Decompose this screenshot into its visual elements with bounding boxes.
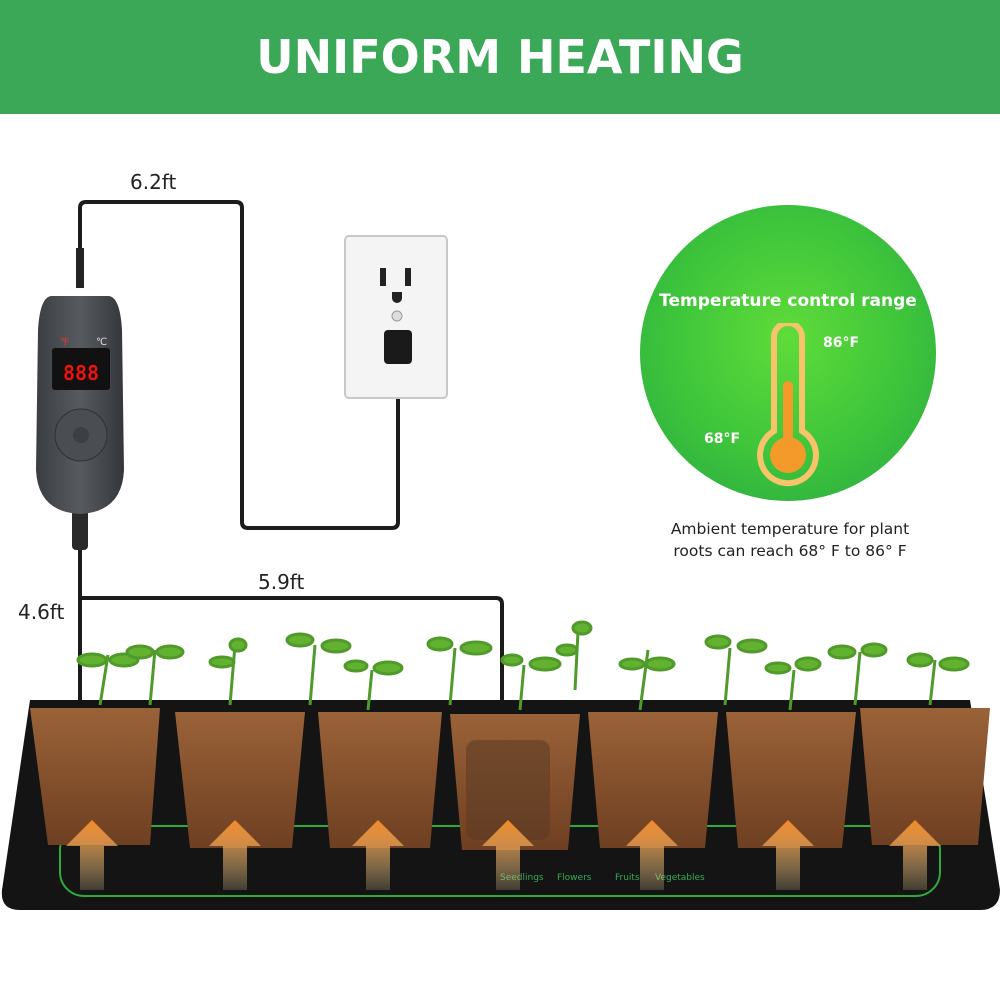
temperature-high: 86°F bbox=[823, 335, 860, 351]
seedlings bbox=[76, 620, 970, 711]
mat-label-seedlings: Seedlings bbox=[500, 873, 544, 883]
ambient-note-line2: roots can reach 68° F to 86° F bbox=[673, 542, 907, 560]
cord-length-mid: 5.9ft bbox=[258, 570, 305, 594]
controller-display: 888 bbox=[63, 361, 99, 385]
temperature-controller: 888 ℉ ℃ bbox=[36, 248, 124, 550]
cord-length-side: 4.6ft bbox=[18, 600, 65, 624]
banner-title: UNIFORM HEATING bbox=[256, 30, 744, 84]
heat-arrow-icon bbox=[209, 820, 261, 890]
temperature-low: 68°F bbox=[704, 431, 741, 447]
temperature-badge-title: Temperature control range bbox=[659, 291, 917, 311]
heat-arrow-icon bbox=[626, 820, 678, 890]
heat-arrow-icon bbox=[762, 820, 814, 890]
heat-arrow-icon bbox=[352, 820, 404, 890]
peat-pots bbox=[30, 708, 990, 850]
heat-arrow-icon bbox=[482, 820, 534, 890]
temperature-badge: Temperature control range 86°F 68°F bbox=[640, 205, 936, 501]
thermometer-icon bbox=[757, 323, 819, 487]
product-illustration: 888 ℉ ℃ Seedlings Flowers Fruits Vegetab… bbox=[1, 200, 1000, 910]
cord-length-top: 6.2ft bbox=[130, 170, 177, 194]
mat-label-flowers: Flowers bbox=[557, 873, 592, 883]
heat-arrows bbox=[66, 820, 941, 890]
unit-f-label: ℉ bbox=[60, 337, 70, 348]
root-cutaway bbox=[466, 740, 550, 840]
ambient-note: Ambient temperature for plant roots can … bbox=[660, 518, 920, 562]
mat-label-vegetables: Vegetables bbox=[655, 873, 705, 883]
unit-c-label: ℃ bbox=[96, 337, 107, 348]
heat-arrow-icon bbox=[889, 820, 941, 890]
ambient-note-line1: Ambient temperature for plant bbox=[670, 520, 910, 538]
header-banner: UNIFORM HEATING bbox=[0, 0, 1000, 114]
wall-outlet bbox=[344, 235, 448, 399]
mat-label-fruits: Fruits bbox=[615, 873, 640, 883]
heat-arrow-icon bbox=[66, 820, 118, 890]
plug-icon bbox=[384, 330, 412, 364]
